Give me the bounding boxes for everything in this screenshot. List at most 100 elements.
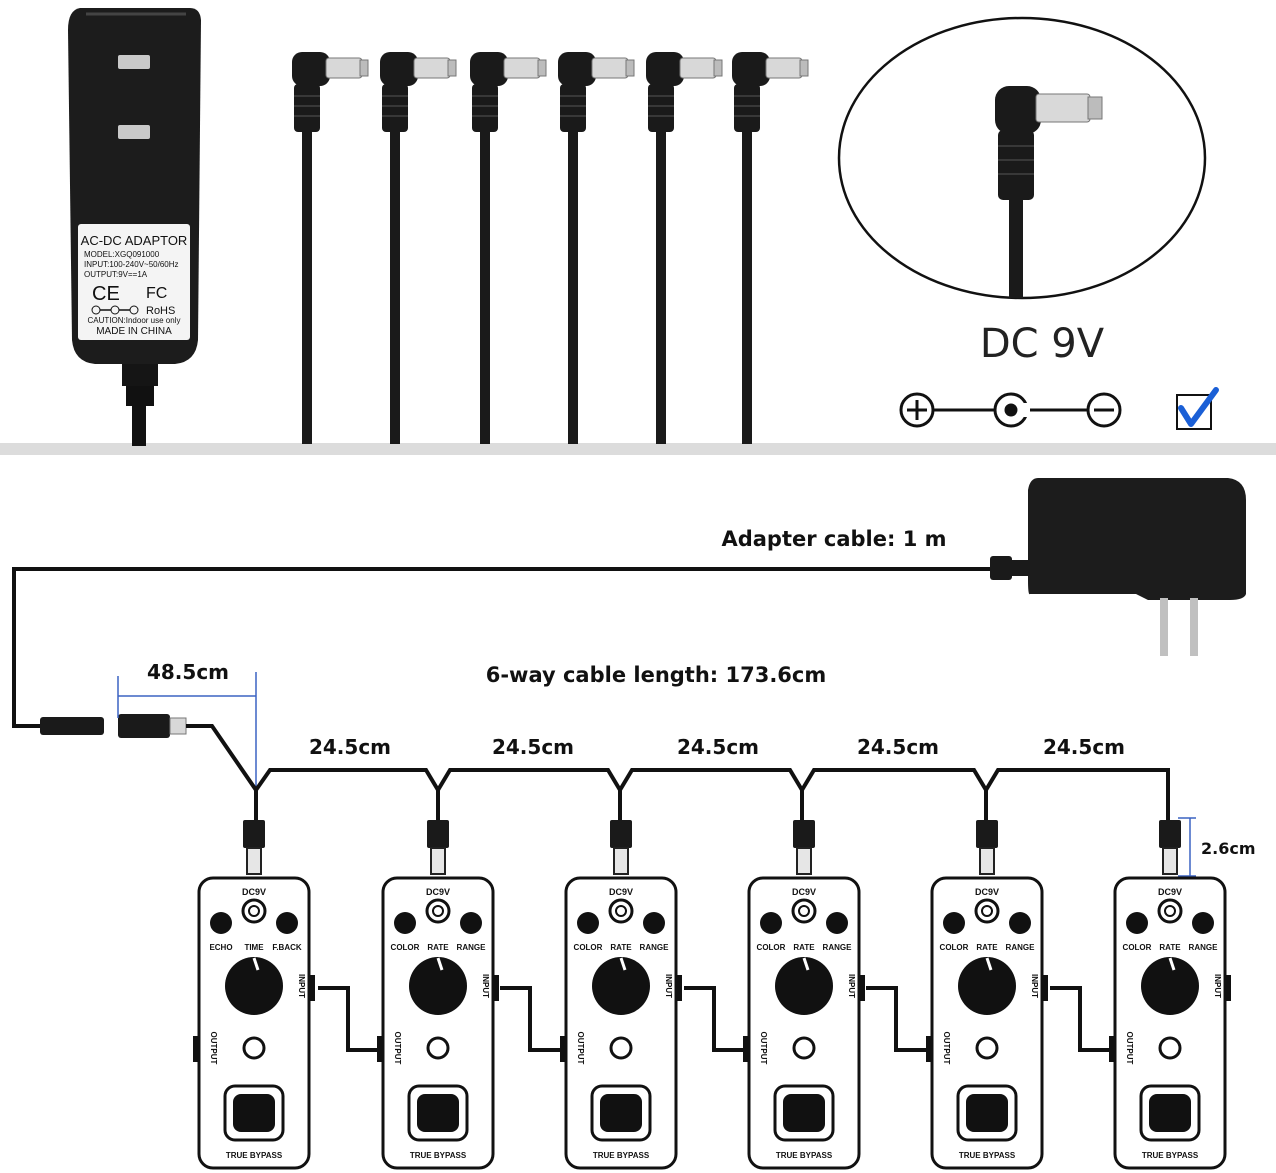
dc-jack-pin (1164, 905, 1176, 917)
small-knob-right[interactable] (643, 912, 665, 934)
left-knob-label: ECHO (209, 943, 232, 952)
input-label: INPUT (1213, 974, 1222, 998)
input-jack (859, 975, 865, 1001)
small-knob-left[interactable] (1126, 912, 1148, 934)
input-label: INPUT (1030, 974, 1039, 998)
branch-drops (254, 790, 988, 820)
dc-jack-pin (248, 905, 260, 917)
adapter-barrel-plug (40, 717, 104, 735)
input-jack (1042, 975, 1048, 1001)
small-knob-right[interactable] (1009, 912, 1031, 934)
small-knob-right[interactable] (276, 912, 298, 934)
right-knob-label: RANGE (1189, 943, 1219, 952)
voltage-label: DC 9V (980, 321, 1105, 367)
small-knob-right[interactable] (1192, 912, 1214, 934)
input-jack (1225, 975, 1231, 1001)
fc-mark: FC (146, 285, 167, 302)
segment-label-3: 24.5cm (677, 735, 759, 759)
dc-plug-sleeve (796, 847, 812, 875)
small-knob-left[interactable] (577, 912, 599, 934)
right-knob-label: F.BACK (272, 943, 302, 952)
main-knob[interactable] (1141, 957, 1199, 1015)
main-knob-label: RATE (793, 943, 815, 952)
footswitch[interactable] (966, 1094, 1008, 1132)
dc-plug (427, 820, 449, 848)
adapter-title: AC-DC ADAPTOR (81, 233, 188, 248)
main-knob[interactable] (225, 957, 283, 1015)
dc-label: DC9V (609, 887, 633, 897)
small-knob-right[interactable] (460, 912, 482, 934)
main-knob[interactable] (775, 957, 833, 1015)
segment-label-5: 24.5cm (1043, 735, 1125, 759)
left-knob-label: COLOR (757, 943, 786, 952)
first-segment-label: 48.5cm (147, 660, 229, 684)
right-knob-label: RANGE (457, 943, 487, 952)
checkbox-checked-icon (1176, 387, 1219, 430)
main-knob[interactable] (592, 957, 650, 1015)
main-knob[interactable] (409, 957, 467, 1015)
main-knob-pointer (802, 957, 810, 971)
input-label: INPUT (297, 974, 306, 998)
adapter-cable (12, 567, 990, 728)
rohs-mark: RoHS (146, 305, 175, 317)
input-label: INPUT (847, 974, 856, 998)
status-led (242, 1036, 266, 1060)
adapter-model: MODEL:XGQ091000 (84, 250, 160, 259)
plug-5 (646, 52, 723, 444)
main-knob-pointer (619, 957, 627, 971)
jack-sleeve (169, 717, 187, 735)
small-knob-left[interactable] (210, 912, 232, 934)
right-knob-label: RANGE (1006, 943, 1036, 952)
footswitch[interactable] (600, 1094, 642, 1132)
segment-label-4: 24.5cm (857, 735, 939, 759)
ce-mark: CE (92, 283, 120, 305)
output-jack (560, 1036, 566, 1062)
dc-jack-pin (432, 905, 444, 917)
main-knob-pointer (1168, 957, 1176, 971)
main-knob-pointer (252, 957, 260, 971)
true-bypass-label: TRUE BYPASS (959, 1151, 1016, 1160)
six-way-trunk (186, 724, 1170, 820)
true-bypass-label: TRUE BYPASS (1142, 1151, 1199, 1160)
adapter-cable-label: Adapter cable: 1 m (721, 527, 946, 551)
dc-plug-sleeve (613, 847, 629, 875)
dc-label: DC9V (426, 887, 450, 897)
adapter-input: INPUT:100-240V~50/60Hz (84, 260, 179, 269)
left-knob-label: COLOR (574, 943, 603, 952)
footswitch[interactable] (233, 1094, 275, 1132)
main-knob-label: RATE (610, 943, 632, 952)
footswitch[interactable] (1149, 1094, 1191, 1132)
dc-label: DC9V (1158, 887, 1182, 897)
plug-length-label: 2.6cm (1201, 839, 1256, 858)
main-knob[interactable] (958, 957, 1016, 1015)
plug-2 (380, 52, 457, 444)
six-way-plugs (292, 52, 809, 444)
small-knob-left[interactable] (394, 912, 416, 934)
plus-circle-icon (899, 392, 935, 428)
small-knob-left[interactable] (943, 912, 965, 934)
footswitch[interactable] (783, 1094, 825, 1132)
plug-6 (732, 52, 809, 444)
plug-3 (470, 52, 547, 444)
dc-jack-pin (981, 905, 993, 917)
dc-label: DC9V (242, 887, 266, 897)
minus-circle-icon (1086, 392, 1122, 428)
small-knob-left[interactable] (760, 912, 782, 934)
six-way-length-label: 6-way cable length: 173.6cm (486, 663, 827, 687)
plug-4 (558, 52, 635, 444)
right-knob-label: RANGE (823, 943, 853, 952)
status-led (426, 1036, 450, 1060)
small-knob-right[interactable] (826, 912, 848, 934)
input-jack (493, 975, 499, 1001)
polarity-mini-icon (91, 305, 139, 315)
true-bypass-label: TRUE BYPASS (776, 1151, 833, 1160)
left-knob-label: COLOR (940, 943, 969, 952)
dc-plug (243, 820, 265, 848)
footswitch[interactable] (417, 1094, 459, 1132)
patch-cables (318, 986, 1112, 1052)
